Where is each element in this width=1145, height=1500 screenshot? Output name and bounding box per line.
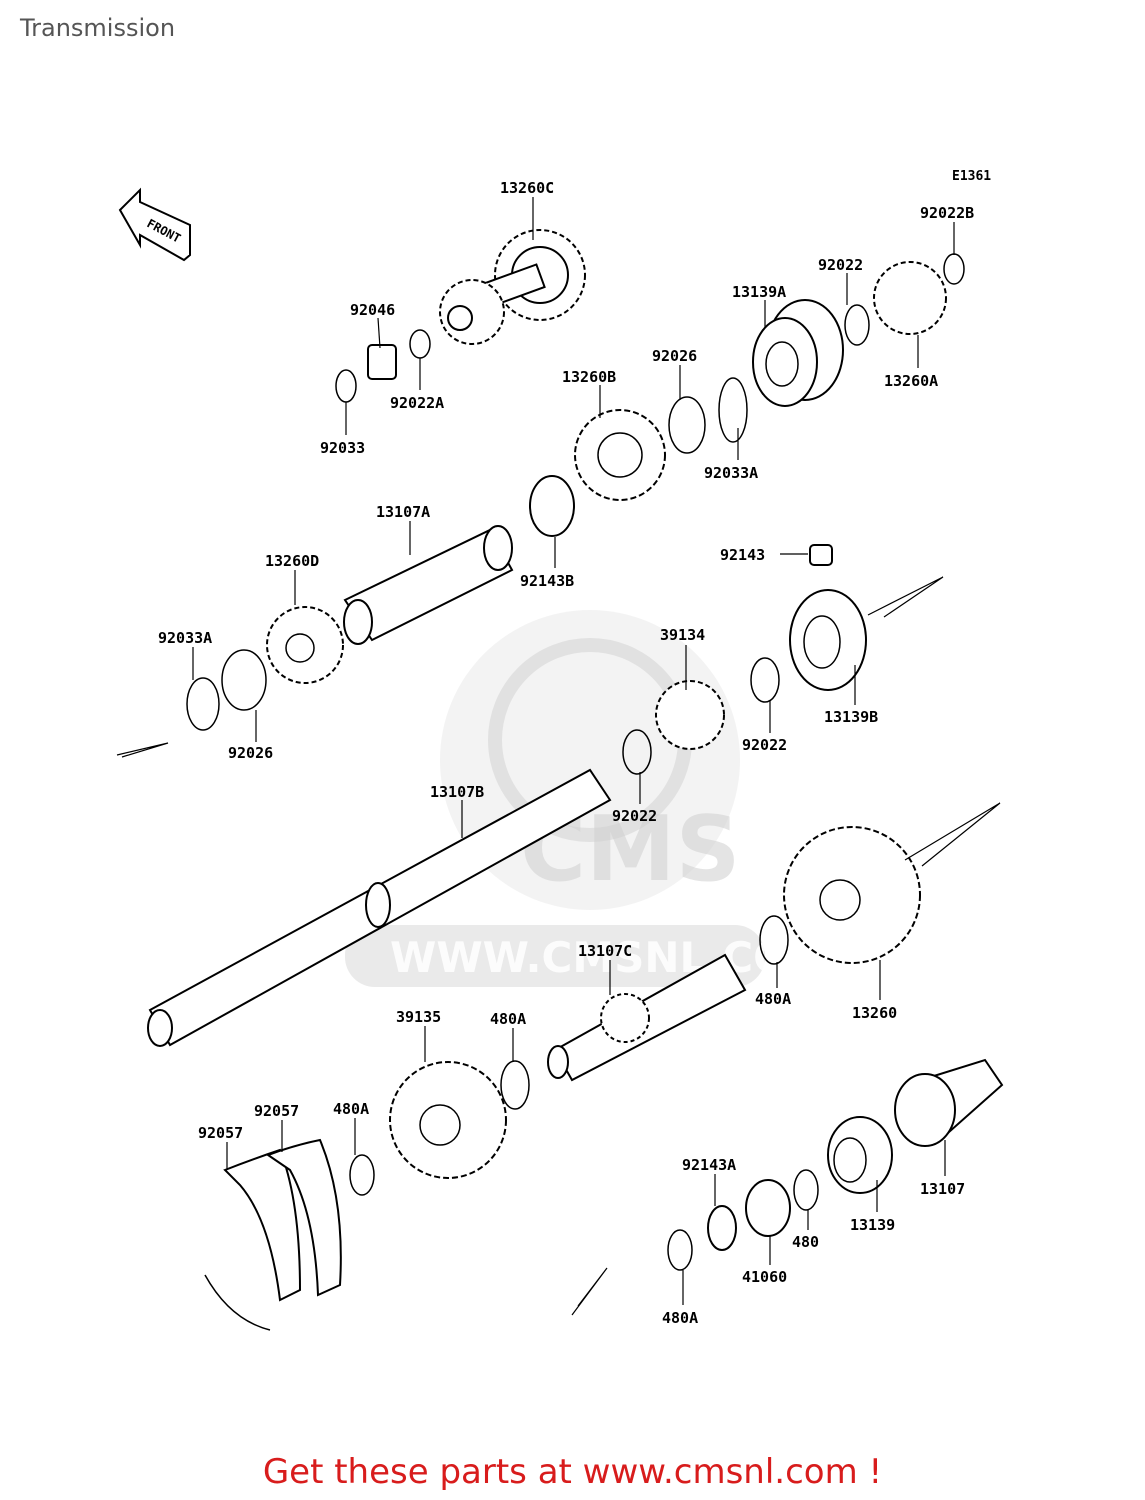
page-title: Transmission (20, 14, 176, 42)
part-label: 13260B (562, 368, 616, 386)
part-labels: 13260C 92046 92022A 92033 92022B 92022 1… (158, 179, 974, 1327)
part-label: 13260C (500, 179, 554, 197)
leader-lines (192, 197, 955, 1305)
gear-13260D (266, 606, 344, 684)
part-label: 92026 (228, 744, 273, 762)
washer-92022-mid (750, 657, 780, 703)
collar-92143 (809, 544, 833, 566)
part-label: 480 (792, 1233, 819, 1251)
gear-13139A (752, 299, 844, 407)
hub-41060 (745, 1179, 791, 1237)
shaft-13107B (147, 768, 612, 1047)
part-label: 13260A (884, 372, 938, 390)
diagram-code: E1361 (952, 169, 991, 184)
part-label: 13107 (920, 1180, 965, 1198)
part-label: 92026 (652, 347, 697, 365)
part-label: 13107A (376, 503, 430, 521)
part-label: 480A (755, 990, 791, 1008)
part-label: 92033 (320, 439, 365, 457)
part-label: 13139A (732, 283, 786, 301)
bushing-92143A (707, 1205, 737, 1251)
circlip-480A-upper (759, 915, 789, 965)
gear-39135 (389, 1061, 507, 1179)
shaft-13107C (547, 953, 747, 1082)
part-label: 13107B (430, 783, 484, 801)
sleeve-13139B (789, 589, 867, 691)
circlip-480 (793, 1169, 819, 1211)
washer-92022 (844, 304, 870, 346)
part-label: 92022 (612, 807, 657, 825)
washer-92026 (668, 396, 706, 454)
gear-13260 (783, 826, 921, 964)
axis-lines (116, 576, 1001, 1316)
circlip-92033A (718, 377, 748, 443)
front-arrow-icon: FRONT (118, 187, 191, 262)
part-label: 13139B (824, 708, 878, 726)
part-label: 92143B (520, 572, 574, 590)
part-label: 13260 (852, 1004, 897, 1022)
part-label: 13139 (850, 1216, 895, 1234)
part-label: 480A (333, 1100, 369, 1118)
shaft-13107 (894, 1058, 1004, 1147)
part-label: 92022B (920, 204, 974, 222)
shaft-13107A (343, 525, 514, 645)
circlip-480A-mid (500, 1060, 530, 1110)
bushing-92143B (529, 475, 575, 537)
part-label: 480A (490, 1010, 526, 1028)
washer-92022A (409, 329, 431, 359)
part-label: 41060 (742, 1268, 787, 1286)
part-label: 92057 (198, 1124, 243, 1142)
washer-92022B (943, 253, 965, 285)
part-label: 480A (662, 1309, 698, 1327)
part-label: 92143A (682, 1156, 736, 1174)
part-label: 92022 (742, 736, 787, 754)
part-label: 13260D (265, 552, 319, 570)
circlip-480A-lower (667, 1229, 693, 1271)
chain-92057 (204, 1138, 342, 1331)
gear-13260A (873, 261, 947, 335)
part-label: 92022A (390, 394, 444, 412)
transmission-exploded-diagram: CMS WWW.CMSNL.COM E1361 FRONT (116, 169, 1004, 1331)
part-label: 13107C (578, 942, 632, 960)
part-label: 92046 (350, 301, 395, 319)
circlip-92033A-left (186, 677, 220, 731)
footer-link[interactable]: Get these parts at www.cmsnl.com ! (262, 1452, 883, 1492)
part-label: 92033A (704, 464, 758, 482)
gear-39134 (655, 680, 725, 750)
circlip-92033 (335, 369, 357, 403)
part-label: 39134 (660, 626, 705, 644)
part-label: 92057 (254, 1102, 299, 1120)
washer-92022-low (622, 729, 652, 775)
bearing-92046 (367, 344, 397, 380)
part-label: 92033A (158, 629, 212, 647)
washer-92026-left (221, 649, 267, 711)
circlip-480A-left (349, 1154, 375, 1196)
part-label: 92143 (720, 546, 765, 564)
part-label: 92022 (818, 256, 863, 274)
gear-13260B (574, 409, 666, 501)
part-label: 39135 (396, 1008, 441, 1026)
sleeve-13139 (827, 1116, 893, 1194)
gear-13260C (439, 229, 586, 345)
